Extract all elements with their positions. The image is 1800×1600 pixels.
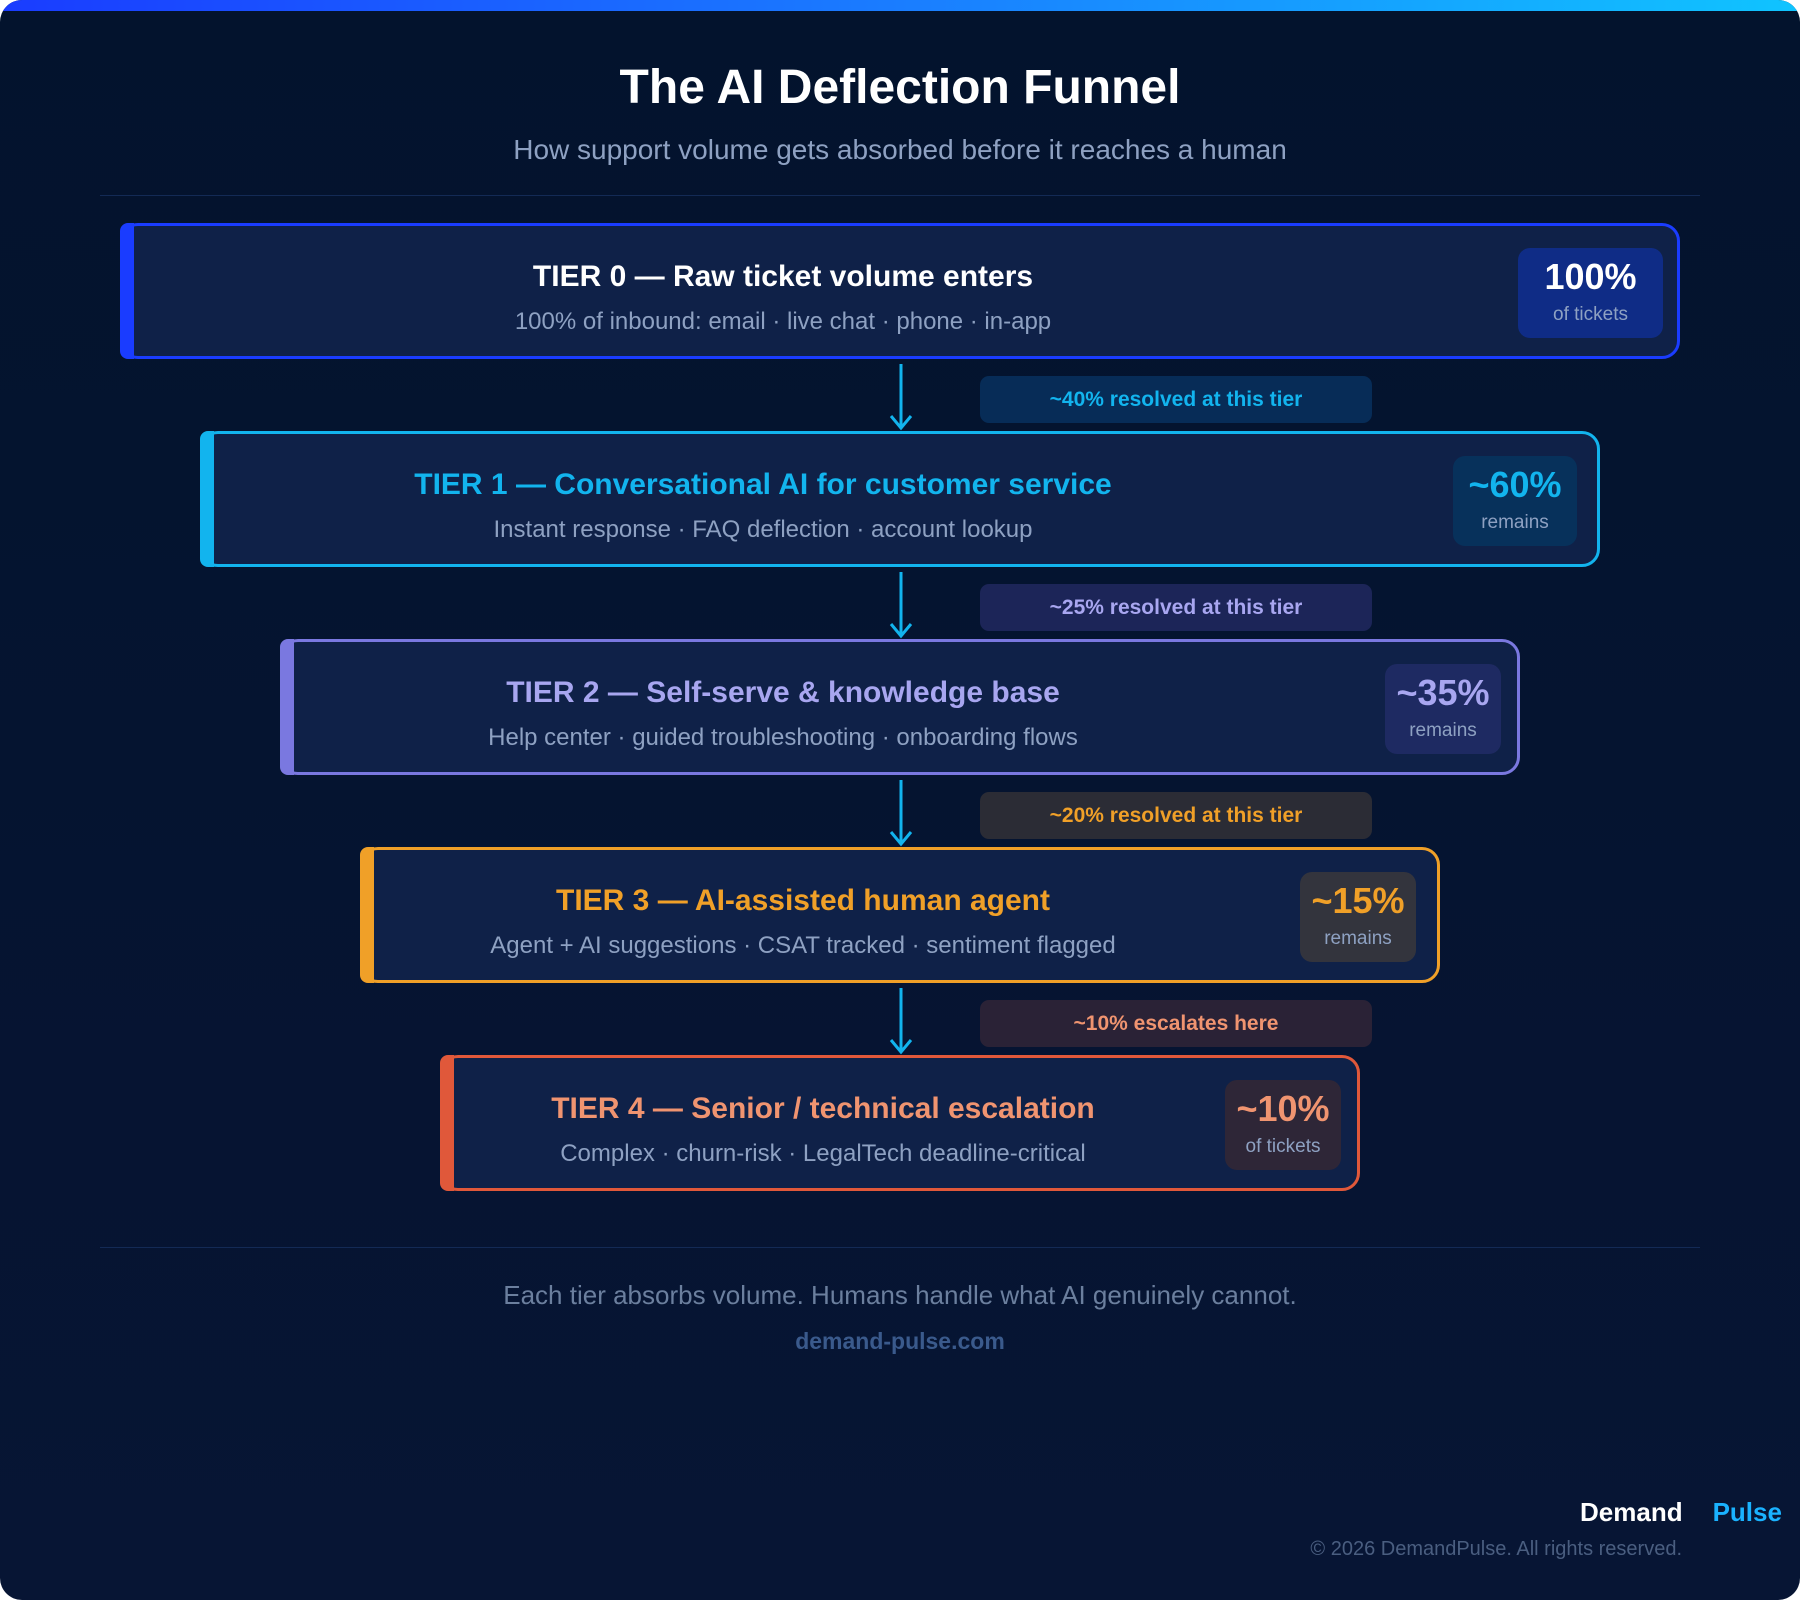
down-arrow-icon <box>889 364 913 431</box>
down-arrow-icon <box>889 780 913 847</box>
transition-pill-2: ~25% resolved at this tier <box>980 584 1372 631</box>
down-arrow-icon <box>889 572 913 639</box>
tier-2-percent-label: remains <box>1409 720 1477 741</box>
tier-1-percent-label: remains <box>1481 512 1549 533</box>
tier-0-box: TIER 0 — Raw ticket volume enters 100% o… <box>120 223 1680 359</box>
tier-4-badge: ~10% of tickets <box>1225 1080 1341 1170</box>
tier-0-title: TIER 0 — Raw ticket volume enters <box>532 260 1034 293</box>
brand-logo: Demand Pulse <box>1580 1497 1782 1528</box>
tier-2-description: Help center · guided troubleshooting · o… <box>488 724 1078 751</box>
tier-3-title: TIER 3 — AI-assisted human agent <box>556 884 1050 917</box>
tier-1-percent: ~60% <box>1468 464 1562 505</box>
tier-3-description: Agent + AI suggestions · CSAT tracked · … <box>490 932 1116 959</box>
tier-3-box: TIER 3 — AI-assisted human agent Agent +… <box>360 847 1440 983</box>
transition-pill-4: ~10% escalates here <box>980 1000 1372 1047</box>
page-title: The AI Deflection Funnel <box>619 61 1181 114</box>
tier-0-description: 100% of inbound: email · live chat · pho… <box>514 308 1052 335</box>
tier-3-percent: ~15% <box>1311 880 1405 921</box>
tier-0-accent <box>120 223 134 359</box>
copyright: © 2026 DemandPulse. All rights reserved. <box>1310 1538 1682 1560</box>
tier-4-accent <box>440 1055 454 1191</box>
tier-2-title: TIER 2 — Self-serve & knowledge base <box>506 676 1060 709</box>
tier-1-box: TIER 1 — Conversational AI for customer … <box>200 431 1600 567</box>
divider-bottom <box>100 1247 1700 1248</box>
tier-0-percent: 100% <box>1544 256 1637 297</box>
tier-4-percent: ~10% <box>1236 1088 1330 1129</box>
top-accent-bar <box>0 0 1800 11</box>
tier-3-accent <box>360 847 374 983</box>
tier-4-percent-label: of tickets <box>1245 1136 1321 1157</box>
tier-0-badge: 100% of tickets <box>1518 248 1663 338</box>
tier-0-percent-label: of tickets <box>1553 304 1628 325</box>
down-arrow-icon <box>889 988 913 1055</box>
tier-1-description: Instant response · FAQ deflection · acco… <box>493 516 1033 543</box>
tier-1-accent <box>200 431 214 567</box>
tier-3-percent-label: remains <box>1324 928 1392 949</box>
footer-url: demand-pulse.com <box>795 1328 1005 1354</box>
tier-2-accent <box>280 639 294 775</box>
tier-4-box: TIER 4 — Senior / technical escalation C… <box>440 1055 1360 1191</box>
tier-1-title: TIER 1 — Conversational AI for customer … <box>414 468 1112 501</box>
page-subtitle: How support volume gets absorbed before … <box>513 134 1287 165</box>
tier-1-badge: ~60% remains <box>1453 456 1577 546</box>
transition-pill-3: ~20% resolved at this tier <box>980 792 1372 839</box>
tier-4-title: TIER 4 — Senior / technical escalation <box>551 1092 1095 1125</box>
transition-pill-1: ~40% resolved at this tier <box>980 376 1372 423</box>
footer-tagline: Each tier absorbs volume. Humans handle … <box>503 1280 1297 1310</box>
brand-word-pulse: Pulse <box>1712 1497 1782 1527</box>
tier-2-box: TIER 2 — Self-serve & knowledge base Hel… <box>280 639 1520 775</box>
tier-4-description: Complex · churn-risk · LegalTech deadlin… <box>560 1140 1086 1167</box>
tier-3-badge: ~15% remains <box>1300 872 1416 962</box>
divider-top <box>100 195 1700 196</box>
brand-word-demand: Demand <box>1580 1497 1683 1527</box>
tier-2-badge: ~35% remains <box>1385 664 1501 754</box>
tier-2-percent: ~35% <box>1396 672 1490 713</box>
